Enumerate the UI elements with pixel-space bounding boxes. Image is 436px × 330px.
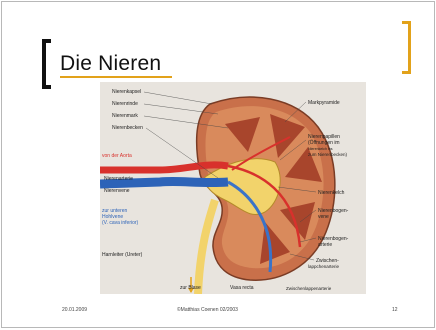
footer-date: 20.01.2009 (62, 307, 87, 313)
label-von-der-aorta: von der Aorta (102, 153, 132, 159)
label-arterie: arterie (318, 242, 332, 248)
label-nierenrinde: Nierenrinde (112, 101, 138, 107)
footer-page-number: 12 (392, 307, 398, 313)
label-v-cava-inferior: (V. cava inferior) (102, 220, 139, 226)
label-zur-blase: zur Blase (180, 285, 201, 291)
label-nierenarterie: Nierenarterie (104, 176, 133, 182)
label-nierenkelch-ins: Nierenkelch ins (308, 147, 333, 151)
label-harnleiter: Harnleiter (Ureter) (102, 252, 143, 258)
footer-author: ©Matthias Coenen 02/2003 (177, 307, 238, 313)
label-vene: vene (318, 214, 329, 220)
right-bracket-decoration (402, 21, 411, 74)
label-nierenbecken: Nierenbecken (112, 125, 143, 131)
label-lappchenarterie: lappchenarterie (308, 264, 340, 269)
label-oeffnungen-im: (Öffnungen im (308, 139, 340, 146)
label-nierenmark: Nierenmark (112, 113, 138, 119)
label-zwischenlappenarterie: Zwischenlappenarterie (286, 286, 332, 291)
kidney-diagram: Nierenkapsel Nierenrinde Nierenmark Nier… (100, 82, 366, 294)
label-nierenkapsel: Nierenkapsel (112, 89, 141, 95)
title-underline (60, 76, 172, 78)
label-zum-nierenbecken: zum Nierenbecken) (308, 152, 348, 157)
slide-title: Die Nieren (60, 52, 161, 76)
label-vasa-recta: Vasa recta (230, 285, 254, 291)
label-nierenvene: Nierenvene (104, 188, 130, 194)
label-markpyramide: Markpyramide (308, 100, 340, 106)
label-nierenkelch: Nierenkelch (318, 190, 345, 196)
left-bracket-decoration (42, 39, 51, 89)
